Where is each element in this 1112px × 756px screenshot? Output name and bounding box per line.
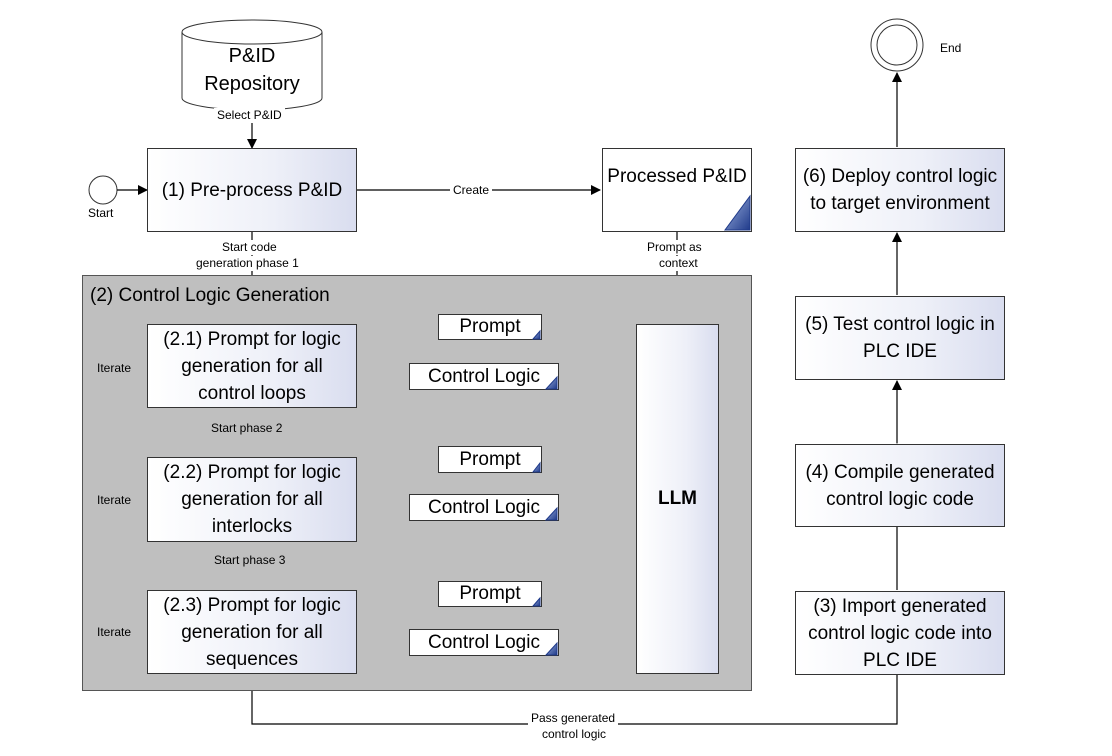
step-5-label: (5) Test control logic in PLC IDE xyxy=(805,314,995,362)
control-logic-message-2-1: Control Logic xyxy=(409,363,559,390)
prompt-context-label-line2: context xyxy=(656,256,701,271)
step-1-preprocess[interactable]: (1) Pre-process P&ID xyxy=(147,148,357,232)
step-4-label: (4) Compile generated control logic code xyxy=(805,461,995,510)
start-phase2-label: Start phase 2 xyxy=(209,421,285,436)
prompt-message-2-1: Prompt xyxy=(438,314,542,340)
llm-box[interactable]: LLM xyxy=(636,324,719,674)
iterate-label-2-2: Iterate xyxy=(95,493,134,508)
step-1-label: (1) Pre-process P&ID xyxy=(161,179,343,201)
step-3-import[interactable]: (3) Import generated control logic code … xyxy=(795,591,1005,675)
prompt-label: Prompt xyxy=(459,448,521,470)
control-logic-label: Control Logic xyxy=(428,496,540,518)
end-event-icon xyxy=(870,18,924,72)
prompt-message-2-2: Prompt xyxy=(438,446,542,473)
start-phase1-label-line2: generation phase 1 xyxy=(193,256,302,271)
llm-label: LLM xyxy=(657,488,698,509)
step-4-compile[interactable]: (4) Compile generated control logic code xyxy=(795,444,1005,527)
control-logic-label: Control Logic xyxy=(428,631,540,653)
processed-pid-document[interactable] xyxy=(602,148,752,232)
step-2-1-control-loops[interactable]: (2.1) Prompt for logic generation for al… xyxy=(147,324,357,408)
control-logic-label: Control Logic xyxy=(428,365,540,387)
repository-label: P&ID Repository xyxy=(204,45,300,95)
start-phase3-label: Start phase 3 xyxy=(212,553,288,568)
step-2-3-sequences[interactable]: (2.3) Prompt for logic generation for al… xyxy=(147,590,357,674)
repository-cylinder-shape xyxy=(181,19,323,111)
create-label: Create xyxy=(450,183,493,198)
step-6-deploy[interactable]: (6) Deploy control logic to target envir… xyxy=(795,148,1005,232)
control-logic-message-2-2: Control Logic xyxy=(409,494,559,521)
processed-pid-label: Processed P&ID xyxy=(607,166,747,187)
step-6-label: (6) Deploy control logic to target envir… xyxy=(802,166,998,214)
group-title: (2) Control Logic Generation xyxy=(90,285,330,306)
iterate-label-2-1: Iterate xyxy=(95,361,134,376)
pass-generated-label-line1: Pass generated xyxy=(528,711,619,726)
prompt-message-2-3: Prompt xyxy=(438,581,542,607)
prompt-label: Prompt xyxy=(459,583,521,604)
prompt-label: Prompt xyxy=(459,316,521,337)
step-2-3-label: (2.3) Prompt for logic generation for al… xyxy=(163,594,341,670)
step-5-test[interactable]: (5) Test control logic in PLC IDE xyxy=(795,296,1005,380)
start-event-icon xyxy=(88,175,118,205)
start-label: Start xyxy=(88,206,114,220)
select-pid-label: Select P&ID xyxy=(214,108,285,123)
step-2-2-interlocks[interactable]: (2.2) Prompt for logic generation for al… xyxy=(147,457,357,542)
end-label: End xyxy=(940,41,962,55)
step-2-1-label: (2.1) Prompt for logic generation for al… xyxy=(163,328,341,404)
step-3-label: (3) Import generated control logic code … xyxy=(808,595,992,671)
pass-generated-label-line2: control logic xyxy=(539,727,610,742)
prompt-context-label-line1: Prompt as xyxy=(644,240,705,255)
step-2-2-label: (2.2) Prompt for logic generation for al… xyxy=(163,462,341,537)
control-logic-message-2-3: Control Logic xyxy=(409,629,559,656)
start-phase1-label-line1: Start code xyxy=(219,240,280,255)
iterate-label-2-3: Iterate xyxy=(95,625,134,640)
